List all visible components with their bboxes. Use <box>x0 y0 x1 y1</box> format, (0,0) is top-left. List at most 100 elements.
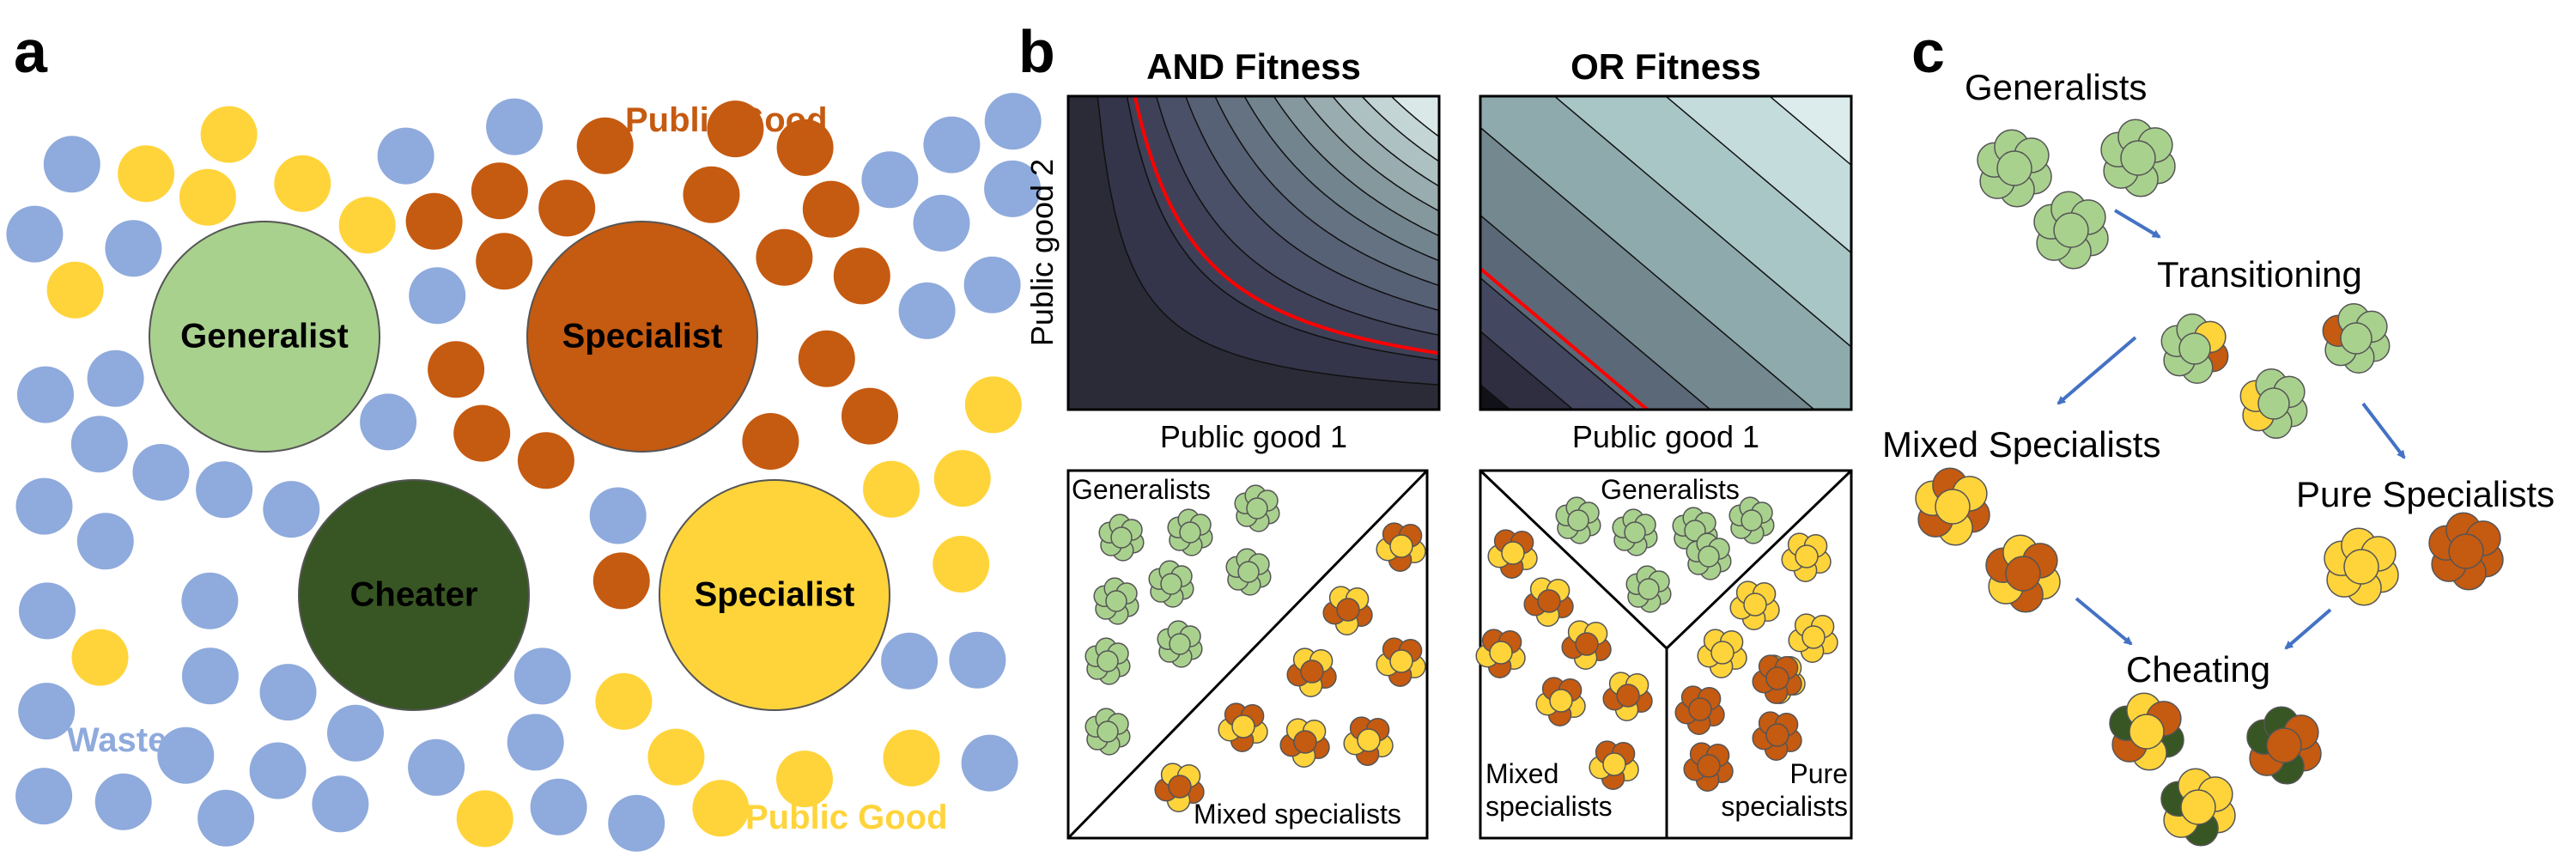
cell-cluster <box>1697 629 1747 678</box>
cell <box>2340 322 2372 355</box>
molecule-dot <box>118 145 175 203</box>
cell <box>1935 489 1971 525</box>
x-axis-label-or: Public good 1 <box>1571 419 1760 454</box>
molecule-dot <box>471 162 528 220</box>
molecule-dot <box>589 487 647 544</box>
panel-label-c: c <box>1911 18 1945 85</box>
contour-line <box>1097 96 1439 386</box>
cell-cluster <box>2322 302 2391 374</box>
cell <box>2257 387 2290 420</box>
panel-label-b: b <box>1018 18 1055 85</box>
cell <box>1231 714 1255 738</box>
molecule-dot <box>538 179 596 237</box>
molecule-dot <box>776 119 834 176</box>
threshold-line <box>1480 267 1649 410</box>
molecule-dot <box>833 247 890 305</box>
cell-cluster <box>1098 514 1145 562</box>
molecule-dot <box>507 714 564 771</box>
cell <box>1575 632 1599 656</box>
molecule-dot <box>756 228 813 286</box>
molecule-dot <box>259 664 317 721</box>
or-fitness-title: OR Fitness <box>1571 46 1761 87</box>
cell-cluster <box>1475 629 1526 678</box>
molecule-dot <box>71 629 129 686</box>
contour-line <box>1480 277 1637 410</box>
cell <box>1549 689 1573 713</box>
molecule-dot <box>963 256 1021 313</box>
cell <box>1246 497 1268 520</box>
molecule-dot <box>883 729 940 787</box>
contour-line <box>1302 96 1439 212</box>
molecule-dot <box>517 432 574 489</box>
molecule-dot <box>428 341 485 398</box>
contour-band <box>1391 96 1439 137</box>
cell-cluster <box>2109 692 2184 771</box>
contour-line <box>1332 96 1439 187</box>
generalists-stage-label: Generalists <box>1965 67 2148 107</box>
cell-cluster <box>1625 565 1672 613</box>
molecule-dot <box>513 647 571 705</box>
molecule-dot <box>984 160 1042 217</box>
contour-line <box>1480 384 1511 410</box>
molecule-dot <box>18 683 76 740</box>
cell <box>2129 714 2165 750</box>
molecule-dot <box>933 536 990 593</box>
molecule-dot <box>409 267 466 325</box>
molecule-dot <box>881 632 939 690</box>
molecule-dot <box>360 393 417 451</box>
panel-label-a: a <box>14 18 47 85</box>
cell <box>1795 544 1819 568</box>
molecule-dot <box>576 117 634 174</box>
molecule-dot <box>76 513 134 570</box>
contour-line <box>1214 96 1439 287</box>
molecule-dot <box>105 220 162 277</box>
cell-cluster <box>2324 527 2399 606</box>
molecule-dot <box>933 450 991 507</box>
cell <box>1300 659 1324 684</box>
cell-cluster <box>1279 718 1330 768</box>
cell-cluster <box>1523 577 1574 627</box>
cell-cluster <box>1286 647 1337 697</box>
or-mixed-line2: specialists <box>1485 791 1613 822</box>
and-regions-diagram <box>1066 469 1429 840</box>
cell-cluster <box>1686 532 1732 580</box>
molecule-dot <box>802 180 860 238</box>
specialist-yellow-label: Specialist <box>694 575 855 614</box>
generalist-cell <box>149 221 380 453</box>
cell-cluster <box>1561 620 1612 670</box>
cell-cluster <box>1084 708 1131 756</box>
cheater-cell <box>298 479 530 711</box>
cell <box>1697 754 1721 778</box>
molecule-dot <box>6 205 64 263</box>
cell-cluster <box>1977 129 2052 208</box>
cell-cluster <box>1084 637 1131 685</box>
molecule-dot <box>181 572 239 629</box>
molecule-dot <box>530 778 587 836</box>
arrow-pure-to-cheating <box>2284 608 2332 650</box>
molecule-dot <box>476 233 533 290</box>
molecule-dot <box>647 728 705 786</box>
cell-cluster <box>1781 532 1832 582</box>
molecule-dot <box>595 672 653 730</box>
cell-cluster <box>1154 763 1205 812</box>
molecule-dot <box>961 734 1018 792</box>
cheater-label: Cheater <box>349 575 478 614</box>
cell <box>1237 561 1260 583</box>
cell <box>1765 666 1789 690</box>
transitioning-stage-label: Transitioning <box>2157 254 2362 295</box>
cell-cluster <box>1728 496 1775 544</box>
cell <box>1616 684 1640 708</box>
cell <box>1489 641 1513 665</box>
cell <box>1179 521 1201 544</box>
molecule-dot <box>776 751 833 808</box>
molecule-dot <box>949 631 1006 689</box>
molecule-dot <box>200 106 258 163</box>
molecule-dot <box>486 98 544 155</box>
contour-line <box>1480 126 1815 410</box>
cell-cluster <box>1343 716 1394 766</box>
arrow-to-pure <box>2361 402 2406 459</box>
molecule-dot <box>863 460 920 518</box>
